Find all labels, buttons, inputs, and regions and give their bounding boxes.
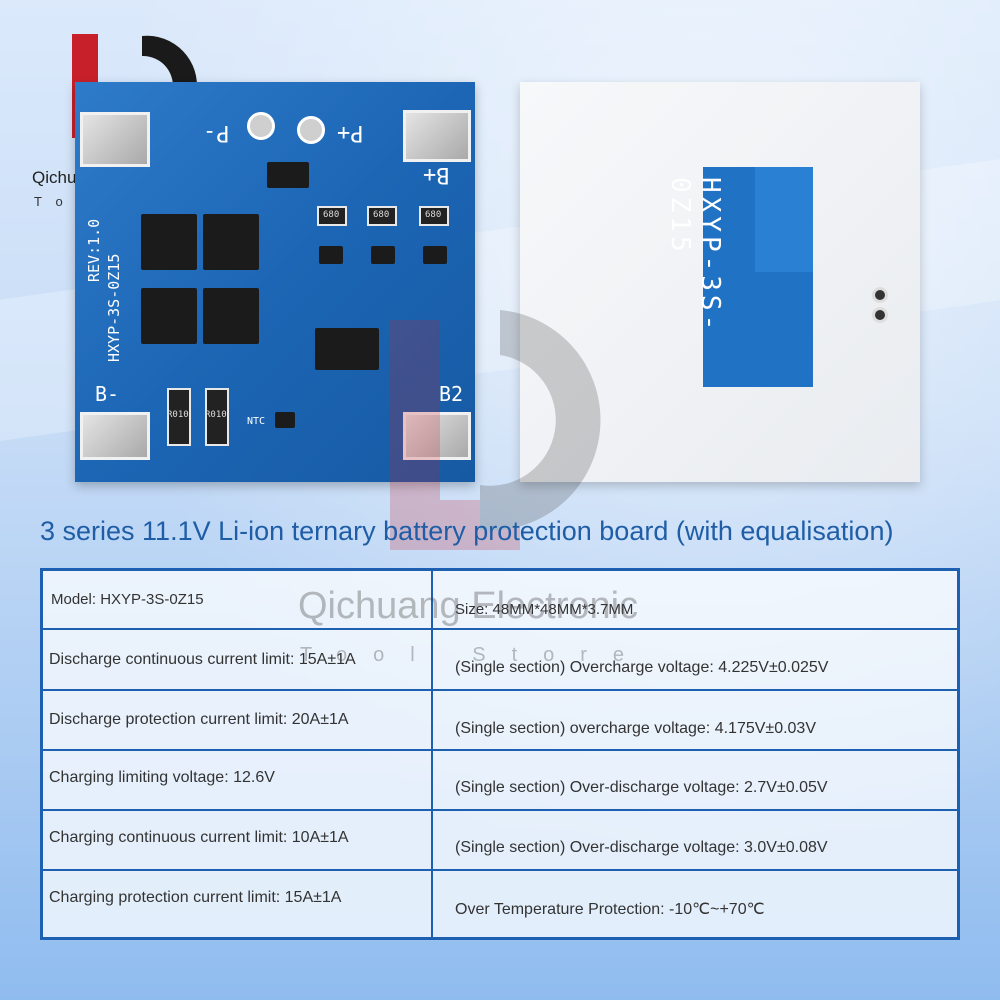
spec-right-cell: (Single section) overcharge voltage: 4.1…	[455, 720, 816, 737]
spec-left-cell: Discharge protection current limit: 20A±…	[49, 711, 349, 728]
silk-b2: B2	[439, 382, 464, 406]
spec-row-divider	[43, 749, 957, 751]
spec-right-cell: Size: 48MM*48MM*3.7MM	[455, 601, 634, 618]
mosfet-3	[141, 288, 197, 344]
resistor-2-label: R010	[205, 410, 227, 420]
smd-3-label: 680	[425, 210, 442, 220]
mosfet-2	[203, 214, 259, 270]
smd-3	[419, 206, 449, 226]
p-minus-hole	[247, 112, 275, 140]
smd-2	[367, 206, 397, 226]
silk-model: HXYP-3S-0Z15	[105, 253, 123, 362]
spec-left-cell: Charging protection current limit: 15A±1…	[49, 889, 342, 906]
product-title: 3 series 11.1V Li-ion ternary battery pr…	[40, 516, 894, 546]
spec-right-cell: (Single section) Overcharge voltage: 4.2…	[455, 659, 829, 676]
watermark-text: Qichuang Electronic	[298, 585, 639, 627]
control-ic	[315, 328, 379, 370]
back-blue-area-inner	[755, 167, 813, 272]
transistor-2	[371, 246, 395, 264]
resistor-2	[205, 388, 229, 446]
silk-ntc: NTC	[247, 416, 266, 427]
silk-rev: REV:1.0	[85, 218, 103, 282]
transistor-3	[423, 246, 447, 264]
diode	[267, 162, 309, 188]
transistor-4	[275, 412, 295, 428]
pcb-back-image: HXYP-3S-0Z15	[520, 82, 920, 482]
spec-row-divider	[43, 809, 957, 811]
pad-top-right	[403, 110, 471, 162]
spec-right-cell: (Single section) Over-discharge voltage:…	[455, 779, 828, 796]
watermark-subtext: Tool Store	[300, 644, 651, 666]
spec-left-cell: Charging limiting voltage: 12.6V	[49, 769, 275, 786]
pad-bottom-left	[80, 412, 150, 460]
spec-divider	[431, 571, 433, 937]
transistor-1	[319, 246, 343, 264]
back-silk-model: HXYP-3S-0Z15	[665, 177, 725, 335]
smd-1	[317, 206, 347, 226]
silk-p-plus: P+	[337, 120, 364, 145]
pcb-front-image: P- P+ B+ B- B2 HXYP-3S-0Z15 REV:1.0 NTC …	[75, 82, 475, 482]
resistor-1-label: R010	[167, 410, 189, 420]
watermark-logo-icon	[390, 310, 601, 550]
mosfet-4	[203, 288, 259, 344]
pad-top-left	[80, 112, 150, 167]
back-hole-2	[872, 307, 888, 323]
smd-1-label: 680	[323, 210, 340, 220]
smd-2-label: 680	[373, 210, 390, 220]
silk-p-minus: P-	[203, 120, 230, 145]
spec-left-cell: Model: HXYP-3S-0Z15	[51, 591, 204, 608]
silk-b-plus: B+	[423, 162, 450, 187]
silk-b-minus: B-	[95, 382, 120, 406]
pad-bottom-right	[403, 412, 471, 460]
p-plus-hole	[297, 116, 325, 144]
spec-left-cell: Discharge continuous current limit: 15A±…	[49, 651, 356, 668]
spec-left-cell: Charging continuous current limit: 10A±1…	[49, 829, 349, 846]
spec-table: Model: HXYP-3S-0Z15 Discharge continuous…	[40, 568, 960, 940]
mosfet-1	[141, 214, 197, 270]
spec-right-cell: (Single section) Over-discharge voltage:…	[455, 839, 828, 856]
resistor-1	[167, 388, 191, 446]
spec-row-divider	[43, 869, 957, 871]
spec-row-divider	[43, 628, 957, 630]
spec-row-divider	[43, 689, 957, 691]
back-hole-1	[872, 287, 888, 303]
spec-right-cell: Over Temperature Protection: -10℃~+70℃	[455, 901, 765, 918]
